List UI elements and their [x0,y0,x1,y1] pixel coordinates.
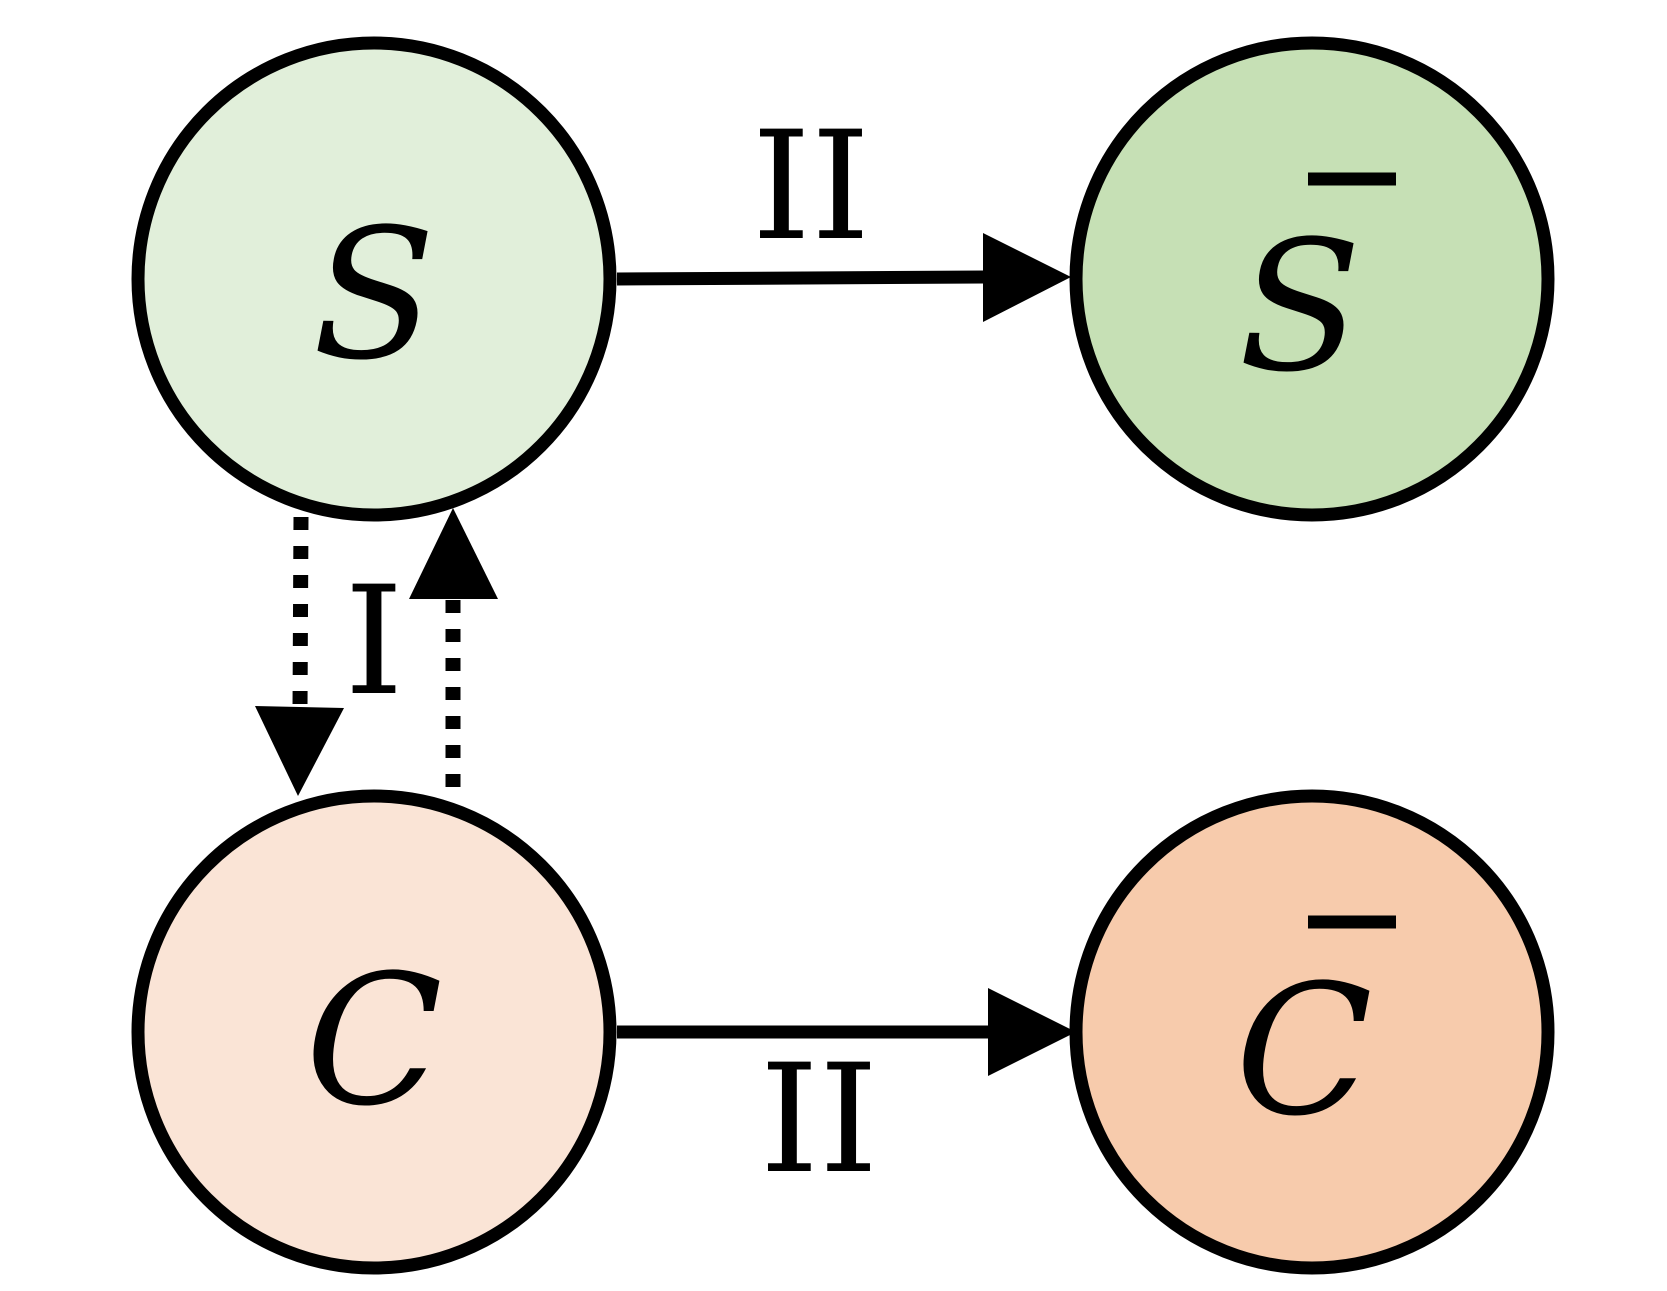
edge-S-to-S-bar-label: II [752,100,871,274]
node-C-circle [131,789,617,1275]
edge-C-to-C-bar: II [617,988,1076,1207]
node-S-bar-label: S [1238,203,1361,412]
arrowhead-C-bar [988,988,1076,1076]
node-S-label: S [312,191,435,400]
dotted-arrow-S-to-C [292,516,309,709]
edge-S-to-S-bar-line [616,270,986,286]
edge-S-C-exchange-label: I [344,555,403,729]
node-C-label: C [305,937,443,1146]
edge-S-C-exchange: I [255,508,498,796]
node-S-circle [131,36,617,522]
node-S-bar-circle [1069,36,1555,522]
node-C[interactable]: C [131,789,617,1275]
node-C-bar-label: C [1235,947,1373,1156]
edge-S-to-S-bar: II [616,100,1071,322]
node-S-bar[interactable]: S [1069,36,1555,522]
node-S[interactable]: S [131,36,617,522]
arrowhead-S-bar [983,233,1071,322]
arrowhead-up-to-S [409,508,498,599]
edge-C-to-C-bar-label: II [760,1033,879,1207]
arrowhead-down-to-C [255,706,344,796]
node-C-bar[interactable]: C [1069,789,1555,1275]
